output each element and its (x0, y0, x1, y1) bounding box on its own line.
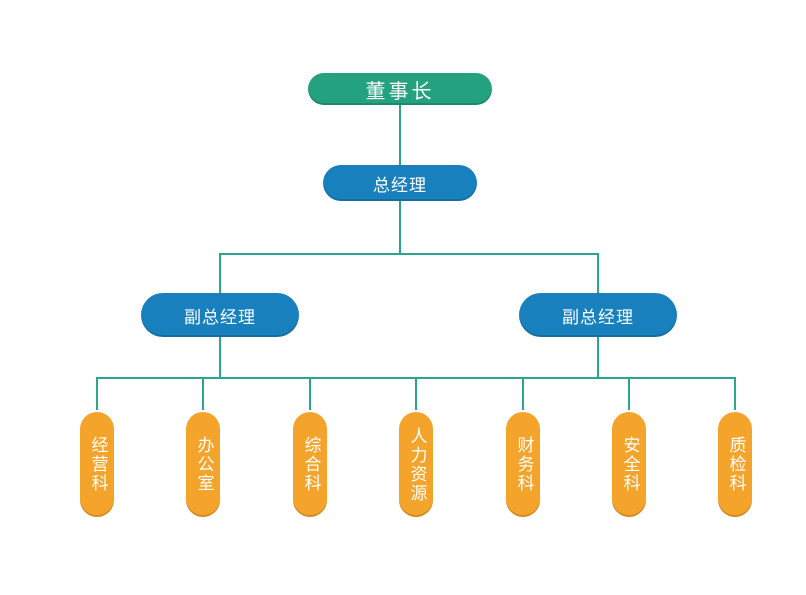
department-node-zhijianke: 质检科 (718, 412, 752, 517)
connector-mid-rail-to-deputy-left (219, 255, 221, 293)
connector-drop-dept-4 (415, 379, 417, 410)
connector-drop-dept-5 (522, 379, 524, 410)
connector-bottom-rail (96, 377, 736, 379)
department-node-bangongshi: 办公室 (186, 412, 220, 517)
connector-drop-dept-2 (202, 379, 204, 410)
department-label: 经营科 (87, 436, 108, 493)
department-node-zonghekei: 综合科 (293, 412, 327, 517)
department-label: 安全科 (619, 436, 640, 493)
department-label: 综合科 (300, 436, 321, 493)
deputy-manager-right-label: 副总经理 (562, 307, 634, 328)
connector-mid-rail (219, 253, 599, 255)
connector-drop-dept-3 (309, 379, 311, 410)
department-node-jingyingke: 经营科 (80, 412, 114, 517)
connector-deputy-right-to-bottom-rail (597, 337, 599, 377)
department-node-renliziyuan: 人力资源 (399, 412, 433, 517)
department-label: 财务科 (513, 436, 534, 493)
department-node-caiwuke: 财务科 (506, 412, 540, 517)
connector-gm-to-mid-rail (399, 201, 401, 253)
department-label: 人力资源 (406, 426, 427, 503)
general-manager-node: 总经理 (323, 165, 477, 201)
department-node-anquanke: 安全科 (612, 412, 646, 517)
chairman-label: 董事长 (365, 78, 435, 103)
deputy-manager-node-left: 副总经理 (141, 293, 299, 337)
connector-mid-rail-to-deputy-right (597, 255, 599, 293)
chairman-node: 董事长 (308, 73, 492, 105)
general-manager-label: 总经理 (373, 175, 427, 196)
connector-drop-dept-6 (628, 379, 630, 410)
connector-drop-dept-7 (734, 379, 736, 410)
connector-chairman-to-gm (399, 105, 401, 165)
department-label: 办公室 (193, 436, 214, 493)
deputy-manager-node-right: 副总经理 (519, 293, 677, 337)
deputy-manager-left-label: 副总经理 (184, 307, 256, 328)
connector-deputy-left-to-bottom-rail (219, 337, 221, 377)
department-label: 质检科 (725, 436, 746, 493)
connector-drop-dept-1 (96, 379, 98, 410)
